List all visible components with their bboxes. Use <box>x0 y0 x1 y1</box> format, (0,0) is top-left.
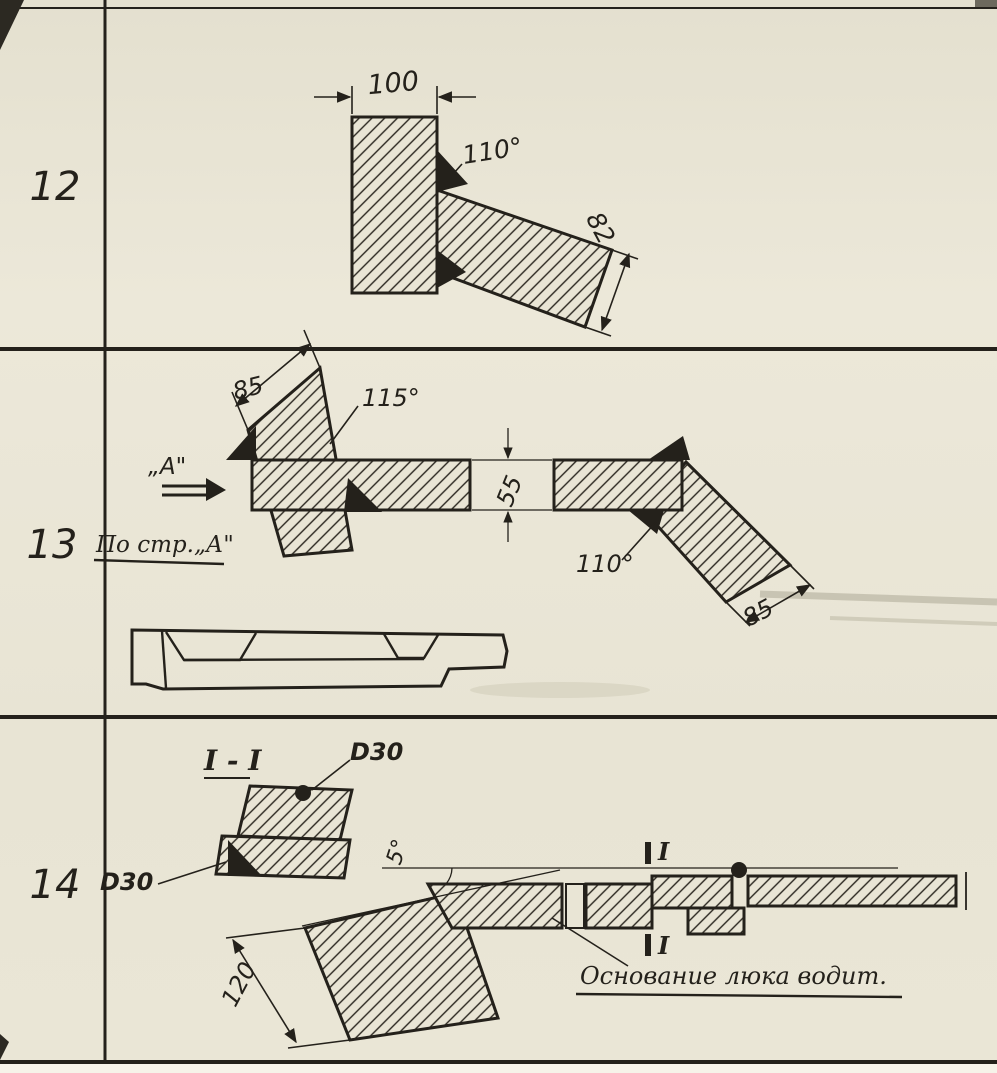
row12-leader-110 <box>445 163 463 183</box>
row13-angle-115-label: 115° <box>362 384 420 412</box>
row14-leader-d30-top <box>311 759 351 791</box>
row-number-12: 12 <box>30 164 81 210</box>
row-14-weld-joint-drawing <box>157 759 967 1049</box>
row13-leader-115 <box>329 405 359 445</box>
scan-blotch-bottom-left <box>0 1034 9 1060</box>
row-13-weld-joint-drawing <box>93 329 815 691</box>
row13-dim-85-left-label: 85 <box>230 371 266 406</box>
row12-dim-100 <box>314 86 476 114</box>
row13-weld-seam-right-bottom <box>628 510 664 534</box>
row13-dim-85-right-label: 85 <box>738 593 778 632</box>
row14-main-assembly <box>225 842 967 1049</box>
row14-electrode-top-label: D30 <box>350 738 403 766</box>
row14-leader-d30-left <box>157 861 227 885</box>
row13-dim-55-label: 55 <box>491 472 528 511</box>
row14-angle-arc <box>445 867 453 885</box>
row14-plug-weld-dot-top <box>295 785 311 801</box>
row13-profile-view <box>130 628 509 691</box>
row14-inclined-plate <box>302 891 501 1042</box>
section-mark-top-label: I <box>657 837 670 866</box>
row12-weld-seam-top <box>437 150 468 192</box>
row14-dim-120 <box>225 927 351 1049</box>
row14-caption-underline <box>575 992 903 999</box>
row13-weld-seam-right-top <box>648 436 690 460</box>
row14-section-weld-seam <box>228 840 262 876</box>
row14-angle-5-label: 5° <box>382 836 414 868</box>
row13-dim-85-left <box>231 329 321 431</box>
row13-dim-85-right <box>725 564 815 627</box>
row13-dim-55 <box>472 428 552 542</box>
row12-angle-110-label: 110° <box>460 132 524 170</box>
row13-weld-seam-left-top <box>226 426 256 460</box>
row14-plate-lap <box>686 906 746 936</box>
row12-dim-100-label: 100 <box>366 66 420 101</box>
row13-weld-seam-left-bottom <box>344 478 382 512</box>
row13-horizontal-plate-left <box>250 458 472 512</box>
row-12-weld-joint-drawing <box>314 86 639 337</box>
section-mark-bottom-label: I <box>657 931 670 960</box>
view-a-arrow-label: „А" <box>148 454 186 480</box>
scan-smudge <box>470 682 650 698</box>
row13-leader-110 <box>621 521 657 561</box>
row14-plate-b <box>584 882 654 930</box>
scan-blotch-top-right <box>975 0 997 7</box>
view-a-caption-underline <box>93 558 225 566</box>
row14-ref-line-inclined <box>301 869 561 927</box>
scan-wrinkle-1 <box>759 590 997 606</box>
row12-weld-seam-bottom <box>437 250 466 288</box>
row14-section-detail <box>157 759 354 885</box>
row-number-14: 14 <box>30 862 81 908</box>
row14-plate-d <box>746 874 958 908</box>
row12-dim-82 <box>584 249 639 337</box>
row12-diagonal-bar <box>435 187 614 329</box>
scan-blotch-top-left <box>0 0 24 50</box>
view-a-arrow <box>162 478 226 501</box>
row14-gap-insert <box>565 883 585 929</box>
row14-caption-leader <box>551 917 629 967</box>
row14-electrode-left-label: D30 <box>100 868 153 896</box>
bottom-margin-strip <box>0 1064 997 1073</box>
row14-section-upper-plate <box>236 784 354 842</box>
row14-dim-120-label: 120 <box>216 957 262 1011</box>
row-number-13: 13 <box>27 522 78 568</box>
row14-plate-c <box>650 874 734 910</box>
view-a-caption: По стр.„А" <box>95 532 234 558</box>
row14-section-title: I - I <box>203 744 262 777</box>
row14-caption: Основание люка водит. <box>580 962 887 990</box>
row12-vertical-bar <box>350 115 439 295</box>
row13-horizontal-plate-right <box>552 458 684 512</box>
row14-plug-weld-dot-main <box>731 862 747 878</box>
scan-wrinkle-2 <box>829 616 997 626</box>
row14-plate-a <box>425 882 564 930</box>
row13-angle-110-label: 110° <box>576 550 634 578</box>
